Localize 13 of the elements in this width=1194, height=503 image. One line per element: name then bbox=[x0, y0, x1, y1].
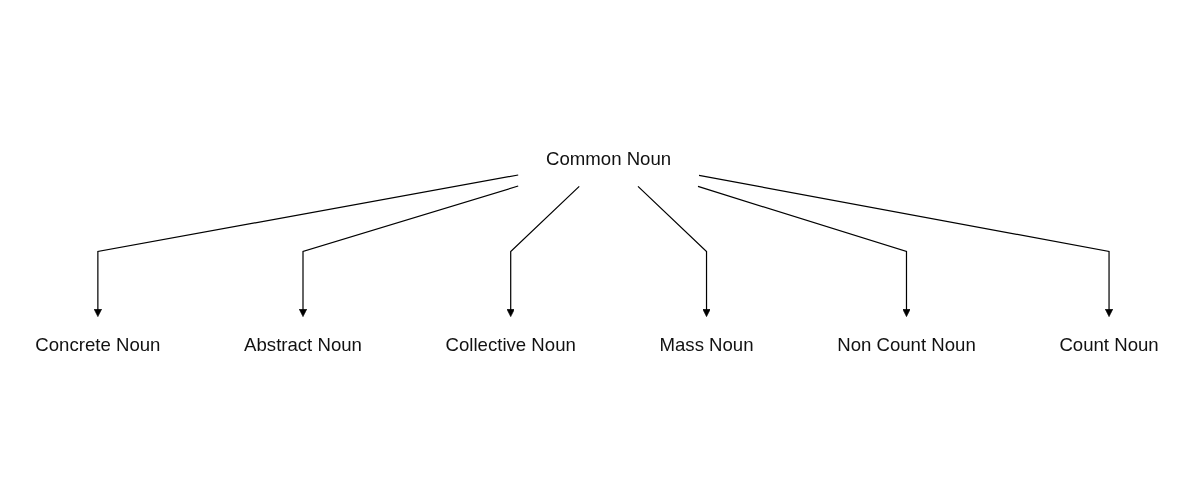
node-text: Count Noun bbox=[1059, 334, 1159, 355]
arrow bbox=[298, 185, 519, 317]
arrow bbox=[697, 185, 911, 317]
node-text: Mass Noun bbox=[659, 334, 754, 355]
node-text: Concrete Noun bbox=[35, 334, 161, 355]
node-text: Non Count Noun bbox=[837, 334, 976, 355]
arrow bbox=[698, 174, 1114, 317]
node-text: Common Noun bbox=[546, 148, 672, 169]
arrow bbox=[637, 185, 711, 317]
arrow bbox=[506, 185, 580, 317]
node-text: Abstract Noun bbox=[244, 334, 362, 355]
node-text: Collective Noun bbox=[445, 334, 576, 355]
arrow bbox=[93, 174, 519, 317]
